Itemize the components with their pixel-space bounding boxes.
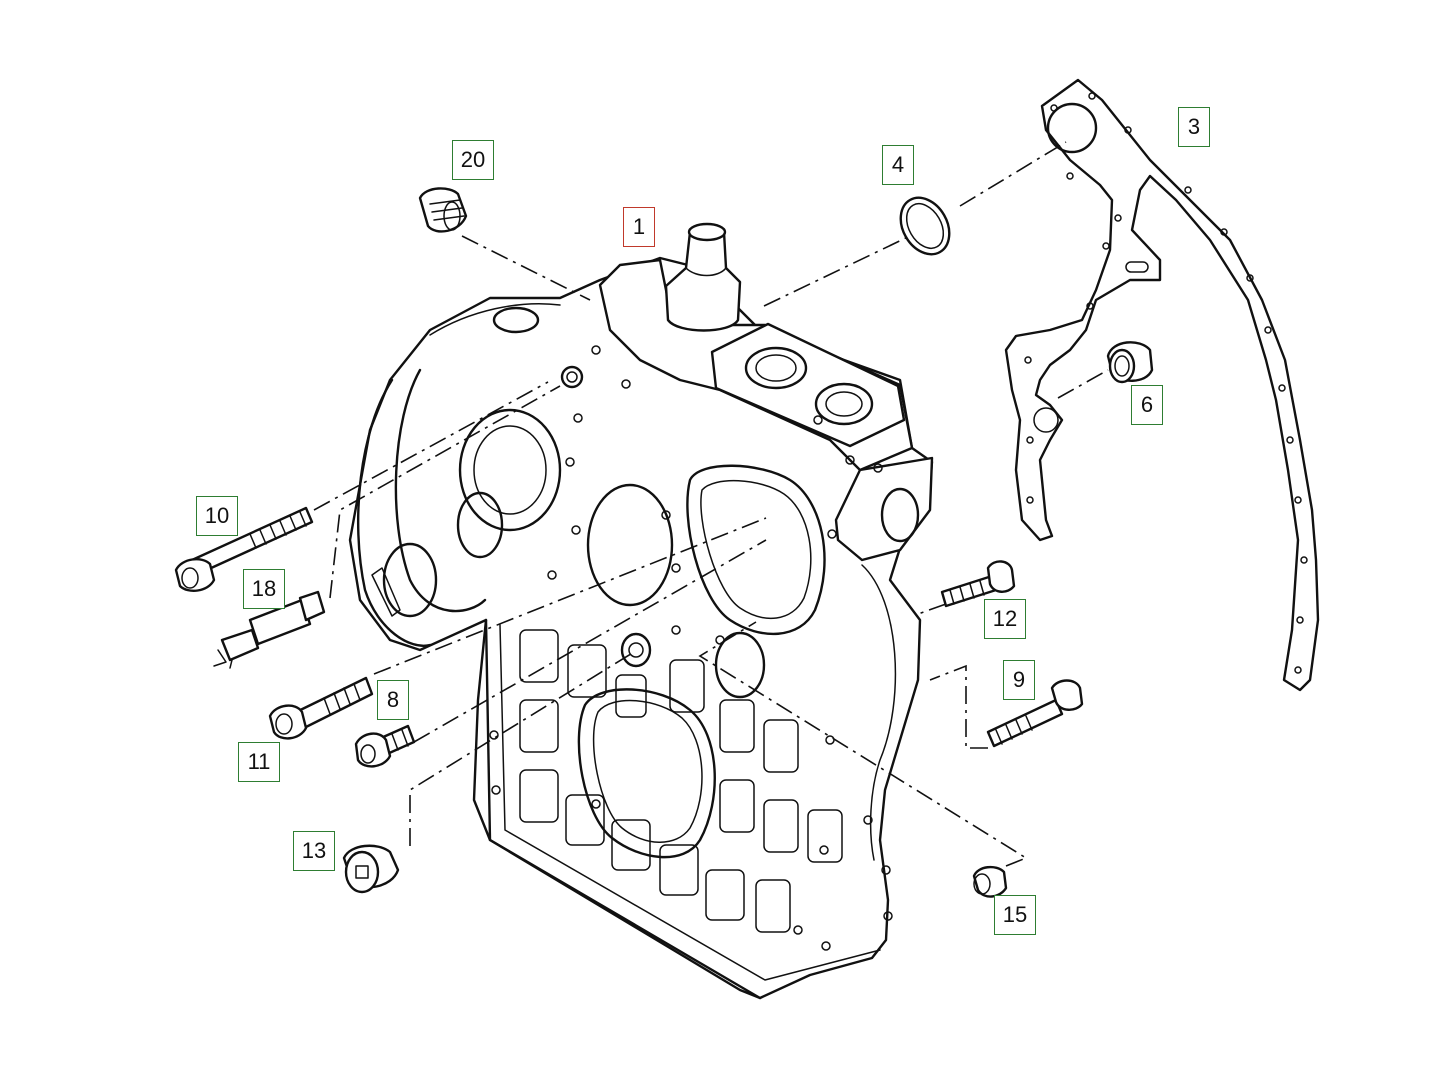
sensor-18[interactable] <box>213 590 326 669</box>
callout-15[interactable]: 15 <box>994 895 1036 935</box>
leader-lines <box>313 141 1109 867</box>
callout-1[interactable]: 1 <box>623 207 655 247</box>
callout-4[interactable]: 4 <box>882 145 914 185</box>
callout-12[interactable]: 12 <box>984 599 1026 639</box>
callout-3[interactable]: 3 <box>1178 107 1210 147</box>
callout-13[interactable]: 13 <box>293 831 335 871</box>
callout-6[interactable]: 6 <box>1131 385 1163 425</box>
bolt-12[interactable] <box>940 560 1016 608</box>
bolt-9[interactable] <box>986 679 1084 748</box>
bolt-8[interactable] <box>354 724 416 768</box>
callout-9[interactable]: 9 <box>1003 660 1035 700</box>
callout-8[interactable]: 8 <box>377 680 409 720</box>
bolt-10[interactable] <box>174 506 314 592</box>
bolt-11[interactable] <box>268 676 374 740</box>
callout-10[interactable]: 10 <box>196 496 238 536</box>
gear-housing-part[interactable] <box>348 256 934 1000</box>
pipe-fitting <box>664 222 742 332</box>
bushing-6[interactable] <box>1106 341 1154 384</box>
plug-13[interactable] <box>342 844 400 894</box>
o-ring-4[interactable] <box>891 189 959 263</box>
callout-20[interactable]: 20 <box>452 140 494 180</box>
callout-18[interactable]: 18 <box>243 569 285 609</box>
gasket-part[interactable] <box>1004 78 1320 692</box>
plug-20[interactable] <box>418 187 468 233</box>
plug-15[interactable] <box>972 865 1008 898</box>
callout-11[interactable]: 11 <box>238 742 280 782</box>
